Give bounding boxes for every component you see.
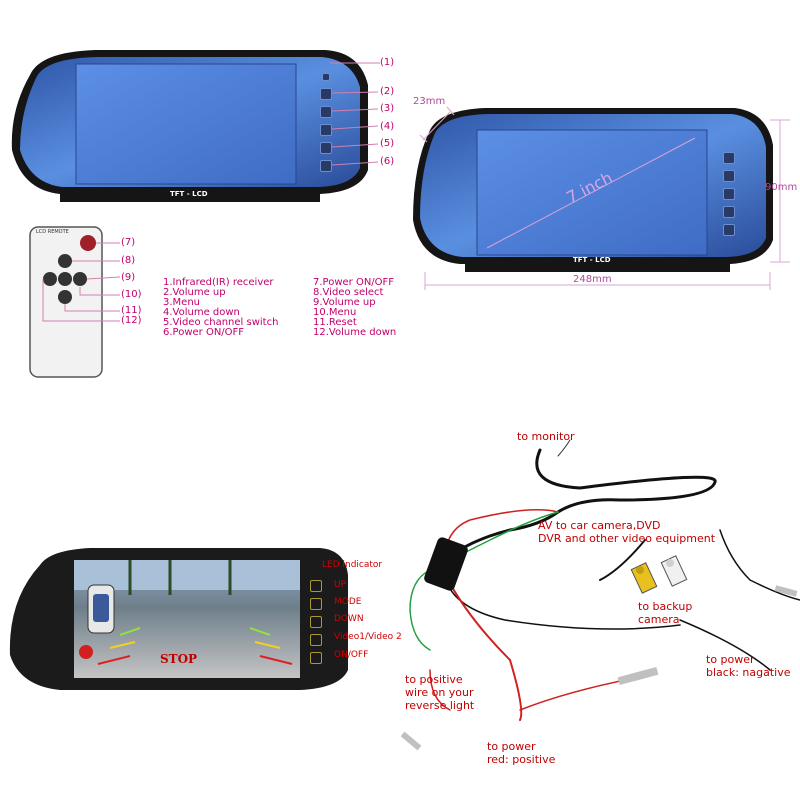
legend-monitor-buttons: 1.Infrared(IR) receiver 2.Volume up 3.Me… (163, 278, 278, 338)
remote-control: LCD REMOTE (7) (8) (9) (10) (11) (12) (28, 225, 148, 380)
panel-label: TFT - LCD (170, 190, 208, 198)
panel-label-2: TFT - LCD (573, 256, 611, 264)
menu-icon[interactable] (310, 598, 322, 610)
menu-icon[interactable] (723, 170, 735, 182)
legend-item: 12.Volume down (313, 327, 397, 338)
callout-7: (7) (121, 237, 136, 248)
monitor-live-view: STOP LED indicator UP MODE DOWN Video1/V… (0, 540, 402, 700)
monitor-front-graphic (11, 50, 369, 202)
backup-label-line1: to backup (638, 600, 693, 613)
monitor-dimension-view: 23mm 7 inch 90mm 248mm TFT - LCD (405, 90, 800, 300)
power-icon[interactable] (320, 160, 332, 172)
monitor-dimension-graphic (413, 106, 790, 290)
monitor-live-graphic (9, 548, 348, 690)
on-off-label: ON/OFF (334, 650, 369, 660)
down-arrow-icon[interactable] (310, 616, 322, 628)
up-arrow-icon[interactable] (320, 88, 332, 100)
legend-item: 5.Video channel switch (163, 317, 279, 328)
video-switch-label: Video1/Video 2 (334, 632, 402, 642)
legend-item: 7.Power ON/OFF (313, 277, 395, 288)
callout-2: (2) (380, 86, 395, 97)
legend-item: 3.Menu (163, 297, 200, 308)
callout-4: (4) (380, 121, 395, 132)
av-label-line2: DVR and other video equipment (538, 532, 716, 545)
up-arrow-icon[interactable] (310, 580, 322, 592)
callout-11: (11) (121, 305, 142, 316)
power-red-label-line1: to power (487, 740, 536, 753)
to-monitor-label: to monitor (517, 430, 575, 443)
wiring-diagram: to monitor AV to car camera,DVD DVR and … (390, 420, 800, 780)
legend-item: 11.Reset (313, 317, 357, 328)
menu-icon[interactable] (320, 106, 332, 118)
remote-title: LCD REMOTE (36, 229, 69, 235)
down-arrow-icon[interactable] (723, 188, 735, 200)
height-label: 90mm (765, 182, 798, 193)
power-black-label-line2: black: nagative (706, 666, 791, 679)
wiring-graphic (400, 439, 800, 751)
power-red-label-line2: red: positive (487, 753, 556, 766)
callout-6: (6) (380, 156, 395, 167)
reverse-label-line3: reverse light (405, 699, 475, 712)
screen-stop-text: STOP (160, 652, 198, 666)
remote-graphic (29, 226, 121, 378)
legend-item: 10.Menu (313, 307, 357, 318)
legend-item: 6.Power ON/OFF (163, 327, 245, 338)
callout-10: (10) (121, 289, 142, 300)
mode-label: MODE (334, 597, 362, 607)
callout-3: (3) (380, 103, 395, 114)
reverse-label-line2: wire on your (405, 686, 474, 699)
legend-remote-buttons: 7.Power ON/OFF 8.Video select 9.Volume u… (313, 278, 396, 338)
callout-5: (5) (380, 138, 395, 149)
up-arrow-icon[interactable] (723, 152, 735, 164)
callout-leaders (330, 62, 380, 166)
monitor-front-view: TFT - LCD (1) (2) (3) (4) (5) (6) (0, 40, 400, 210)
legend-item: 4.Volume down (163, 307, 240, 318)
callout-9: (9) (121, 272, 136, 283)
down-arrow-icon[interactable] (320, 124, 332, 136)
led-indicator-label: LED indicator (322, 560, 383, 570)
power-icon[interactable] (723, 224, 735, 236)
up-label: UP (334, 580, 347, 590)
depth-label: 23mm (413, 96, 446, 107)
callout-12: (12) (121, 315, 142, 326)
legend-item: 2.Volume up (163, 287, 226, 298)
width-label: 248mm (573, 274, 612, 285)
callout-1: (1) (380, 57, 395, 68)
power-icon[interactable] (310, 652, 322, 664)
ir-receiver-icon (322, 73, 330, 81)
video-switch-icon[interactable] (320, 142, 332, 154)
backup-label-line2: camera (638, 613, 680, 626)
video-switch-icon[interactable] (723, 206, 735, 218)
video-switch-icon[interactable] (310, 634, 322, 646)
reverse-label-line1: to positive (405, 673, 463, 686)
down-label: DOWN (334, 614, 364, 624)
legend-item: 1.Infrared(IR) receiver (163, 277, 274, 288)
power-black-label-line1: to power (706, 653, 755, 666)
av-label-line1: AV to car camera,DVD (538, 519, 661, 532)
legend-item: 9.Volume up (313, 297, 376, 308)
callout-8: (8) (121, 255, 136, 266)
legend-item: 8.Video select (313, 287, 384, 298)
